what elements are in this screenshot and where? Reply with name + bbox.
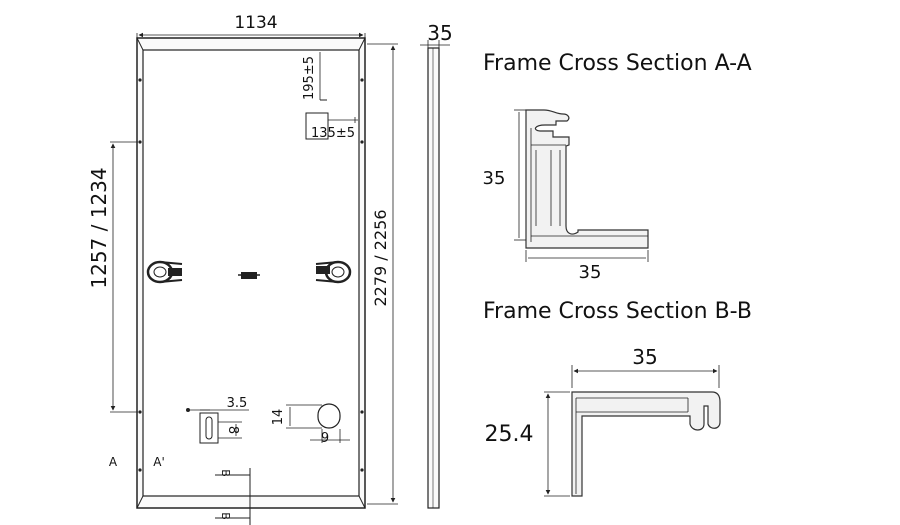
- section-bb-title: Frame Cross Section B-B: [483, 299, 752, 324]
- section-a-prime-label: A': [153, 455, 165, 469]
- cable-left: [146, 260, 183, 284]
- section-b-label-bottom: B: [219, 512, 232, 520]
- panel-width-label: 1134: [234, 13, 277, 33]
- section-aa-width-label: 35: [579, 262, 602, 283]
- section-bb: Frame Cross Section B-B 35 25.4: [483, 299, 752, 497]
- hole-width-label: 3.5: [227, 396, 248, 411]
- jbox-horizontal-label: 135±5: [311, 126, 355, 141]
- section-b-label-top: B: [219, 469, 232, 477]
- section-aa-profile: [525, 109, 649, 249]
- panel-side-view: 35: [420, 21, 453, 509]
- connector-center: [238, 272, 260, 279]
- mount-spacing-label: 1257 / 1234: [87, 167, 111, 288]
- cable-right: [315, 260, 352, 284]
- section-bb-width-label: 35: [632, 345, 657, 369]
- junction-box: [305, 112, 329, 140]
- drainage-slot-detail: 14 9: [271, 403, 350, 446]
- section-a-label: A: [109, 455, 118, 469]
- section-aa: Frame Cross Section A-A 35 35: [483, 51, 752, 283]
- slot-height-label: 14: [271, 409, 286, 426]
- section-aa-height-label: 35: [483, 168, 506, 189]
- jbox-vertical-label: 195±5: [302, 56, 317, 100]
- section-bb-profile: [571, 391, 721, 497]
- hole-height-label: 8: [225, 426, 240, 434]
- side-depth-label: 35: [427, 21, 452, 45]
- section-b-marker: B B: [215, 468, 251, 525]
- section-bb-height-label: 25.4: [485, 422, 534, 447]
- panel-length-label: 2279 / 2256: [371, 210, 390, 307]
- slot-width-label: 9: [321, 431, 329, 446]
- panel-back-view: 1134 1257 / 1234 2279 / 2256 195±5 135±5: [87, 13, 398, 525]
- side-profile: [427, 47, 440, 509]
- section-aa-title: Frame Cross Section A-A: [483, 51, 752, 76]
- grounding-hole-detail: 3.5 8: [186, 396, 249, 444]
